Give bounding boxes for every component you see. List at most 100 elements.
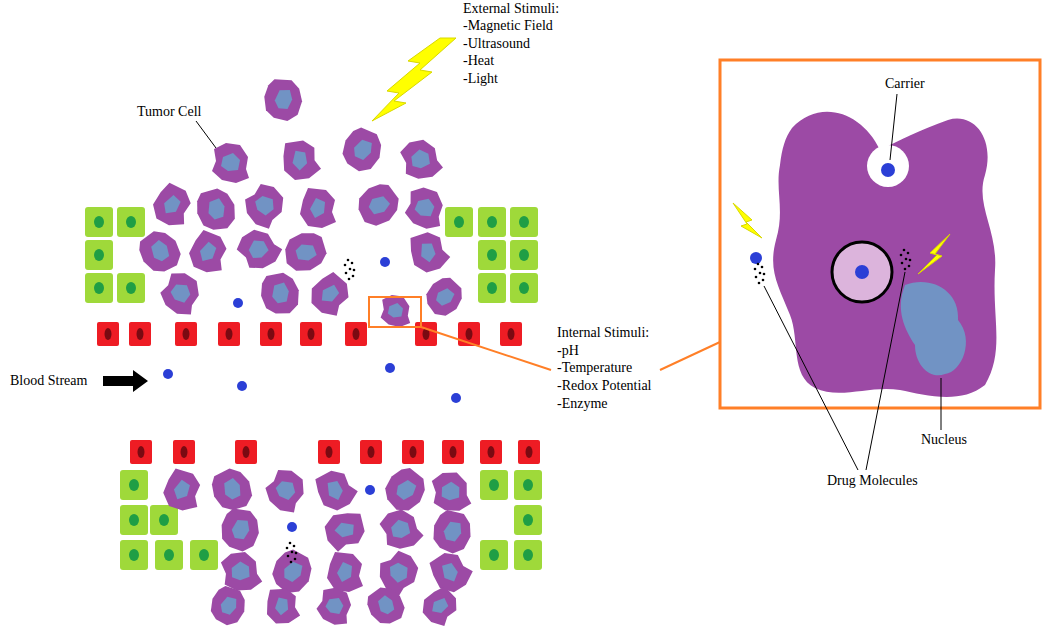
vessel-cell [260, 322, 282, 346]
tumor-cell [403, 226, 453, 277]
normal-cell [514, 540, 542, 570]
leader-line [196, 121, 216, 148]
vessel-cell [318, 440, 340, 464]
list-item: -Redox Potential [556, 377, 653, 394]
tumor-cell [282, 230, 329, 275]
lightning-bolt [918, 234, 950, 274]
tumor-cell [314, 584, 355, 627]
drug-carrier [163, 369, 173, 379]
vessel-cell [129, 322, 151, 346]
drug-carrier [451, 393, 461, 403]
tumor-cell [237, 178, 291, 232]
tumor-cell [231, 222, 285, 276]
tumor-cell [259, 464, 311, 517]
endosome [832, 242, 892, 302]
zoom-line [421, 327, 551, 370]
vessel-cell [235, 440, 257, 464]
tumor-cell-enlarged [773, 112, 996, 397]
tumor-cell [309, 463, 361, 516]
tumor-cell [336, 122, 389, 177]
list-item: -Temperature [556, 359, 633, 376]
tumor-cell [261, 76, 306, 123]
zoom-box [369, 297, 421, 327]
tumor-cell [263, 585, 301, 626]
normal-cell [190, 540, 218, 570]
vessel-cell [480, 440, 502, 464]
vessel-cell [500, 322, 522, 346]
vessel-cell [402, 440, 424, 464]
leader-line [890, 94, 897, 160]
list-item: -Ultrasound [462, 35, 531, 52]
list-item: -Light [462, 70, 499, 87]
tumor-cell [381, 295, 411, 327]
part-label: Drug Molecules [826, 472, 919, 489]
drug-carrier [855, 265, 869, 279]
normal-cell [480, 470, 508, 500]
normal-cell [150, 505, 178, 535]
part-label: Blood Stream [9, 372, 88, 389]
heading-label: External Stimuli: [462, 0, 560, 17]
drug-molecules [900, 249, 912, 271]
tumor-cell [419, 272, 469, 322]
vessel-cell [300, 322, 322, 346]
vessel-cell [130, 440, 152, 464]
drug-carrier [287, 522, 297, 532]
vessel-cell [415, 322, 437, 346]
lightning-bolt [372, 38, 456, 121]
normal-cell [120, 470, 148, 500]
normal-cell [510, 273, 538, 303]
drug-carrier [881, 163, 895, 177]
drug-carrier [233, 298, 243, 308]
normal-cell [514, 470, 542, 500]
vessel-cell [442, 440, 464, 464]
tumor-cell [300, 188, 336, 228]
vessel-cell [218, 322, 240, 346]
tumor-cell [133, 224, 186, 279]
tumor-cell [277, 136, 322, 184]
vessel-cell [175, 322, 197, 346]
tumor-cell [423, 545, 476, 599]
normal-cell [85, 273, 113, 303]
nucleus-shape [901, 282, 966, 375]
tumor-cell [375, 504, 425, 556]
vessel-cell [360, 440, 382, 464]
tumor-cell [304, 267, 356, 320]
normal-cell [117, 273, 145, 303]
heading-label: Internal Stimuli: [556, 324, 650, 341]
normal-cell [514, 505, 542, 535]
tumor-cell [216, 505, 263, 554]
normal-cell [510, 240, 538, 270]
tumor-cell [362, 581, 410, 630]
tumor-cell [396, 135, 444, 185]
list-item: -pH [556, 342, 580, 359]
endocytosis-notch [867, 145, 909, 187]
tumor-cell [207, 464, 257, 516]
drug-carrier [750, 252, 762, 264]
flow-arrow [103, 370, 148, 392]
tumor-cell [416, 582, 464, 630]
drug-molecules [344, 259, 356, 281]
normal-cell [445, 207, 473, 237]
tumor-cell [194, 186, 239, 233]
leader-line [764, 286, 858, 470]
normal-cell [155, 540, 183, 570]
list-item: -Magnetic Field [462, 17, 554, 34]
tumor-cell [427, 506, 477, 558]
drug-molecules [754, 263, 766, 285]
normal-cell [85, 240, 113, 270]
normal-cell [85, 207, 113, 237]
part-label: Tumor Cell [136, 103, 202, 120]
tumor-cell [351, 178, 406, 231]
tumor-cell [320, 506, 370, 554]
drug-carrier [365, 485, 375, 495]
normal-cell [478, 240, 506, 270]
drug-carrier [380, 257, 390, 267]
tumor-cell [327, 552, 363, 592]
leader-line [866, 272, 905, 470]
normal-cell [120, 540, 148, 570]
tumor-cell [212, 143, 249, 183]
zoom-line [660, 342, 720, 370]
normal-cell [480, 540, 508, 570]
drug-carrier [385, 363, 395, 373]
tumor-cell [205, 582, 252, 630]
